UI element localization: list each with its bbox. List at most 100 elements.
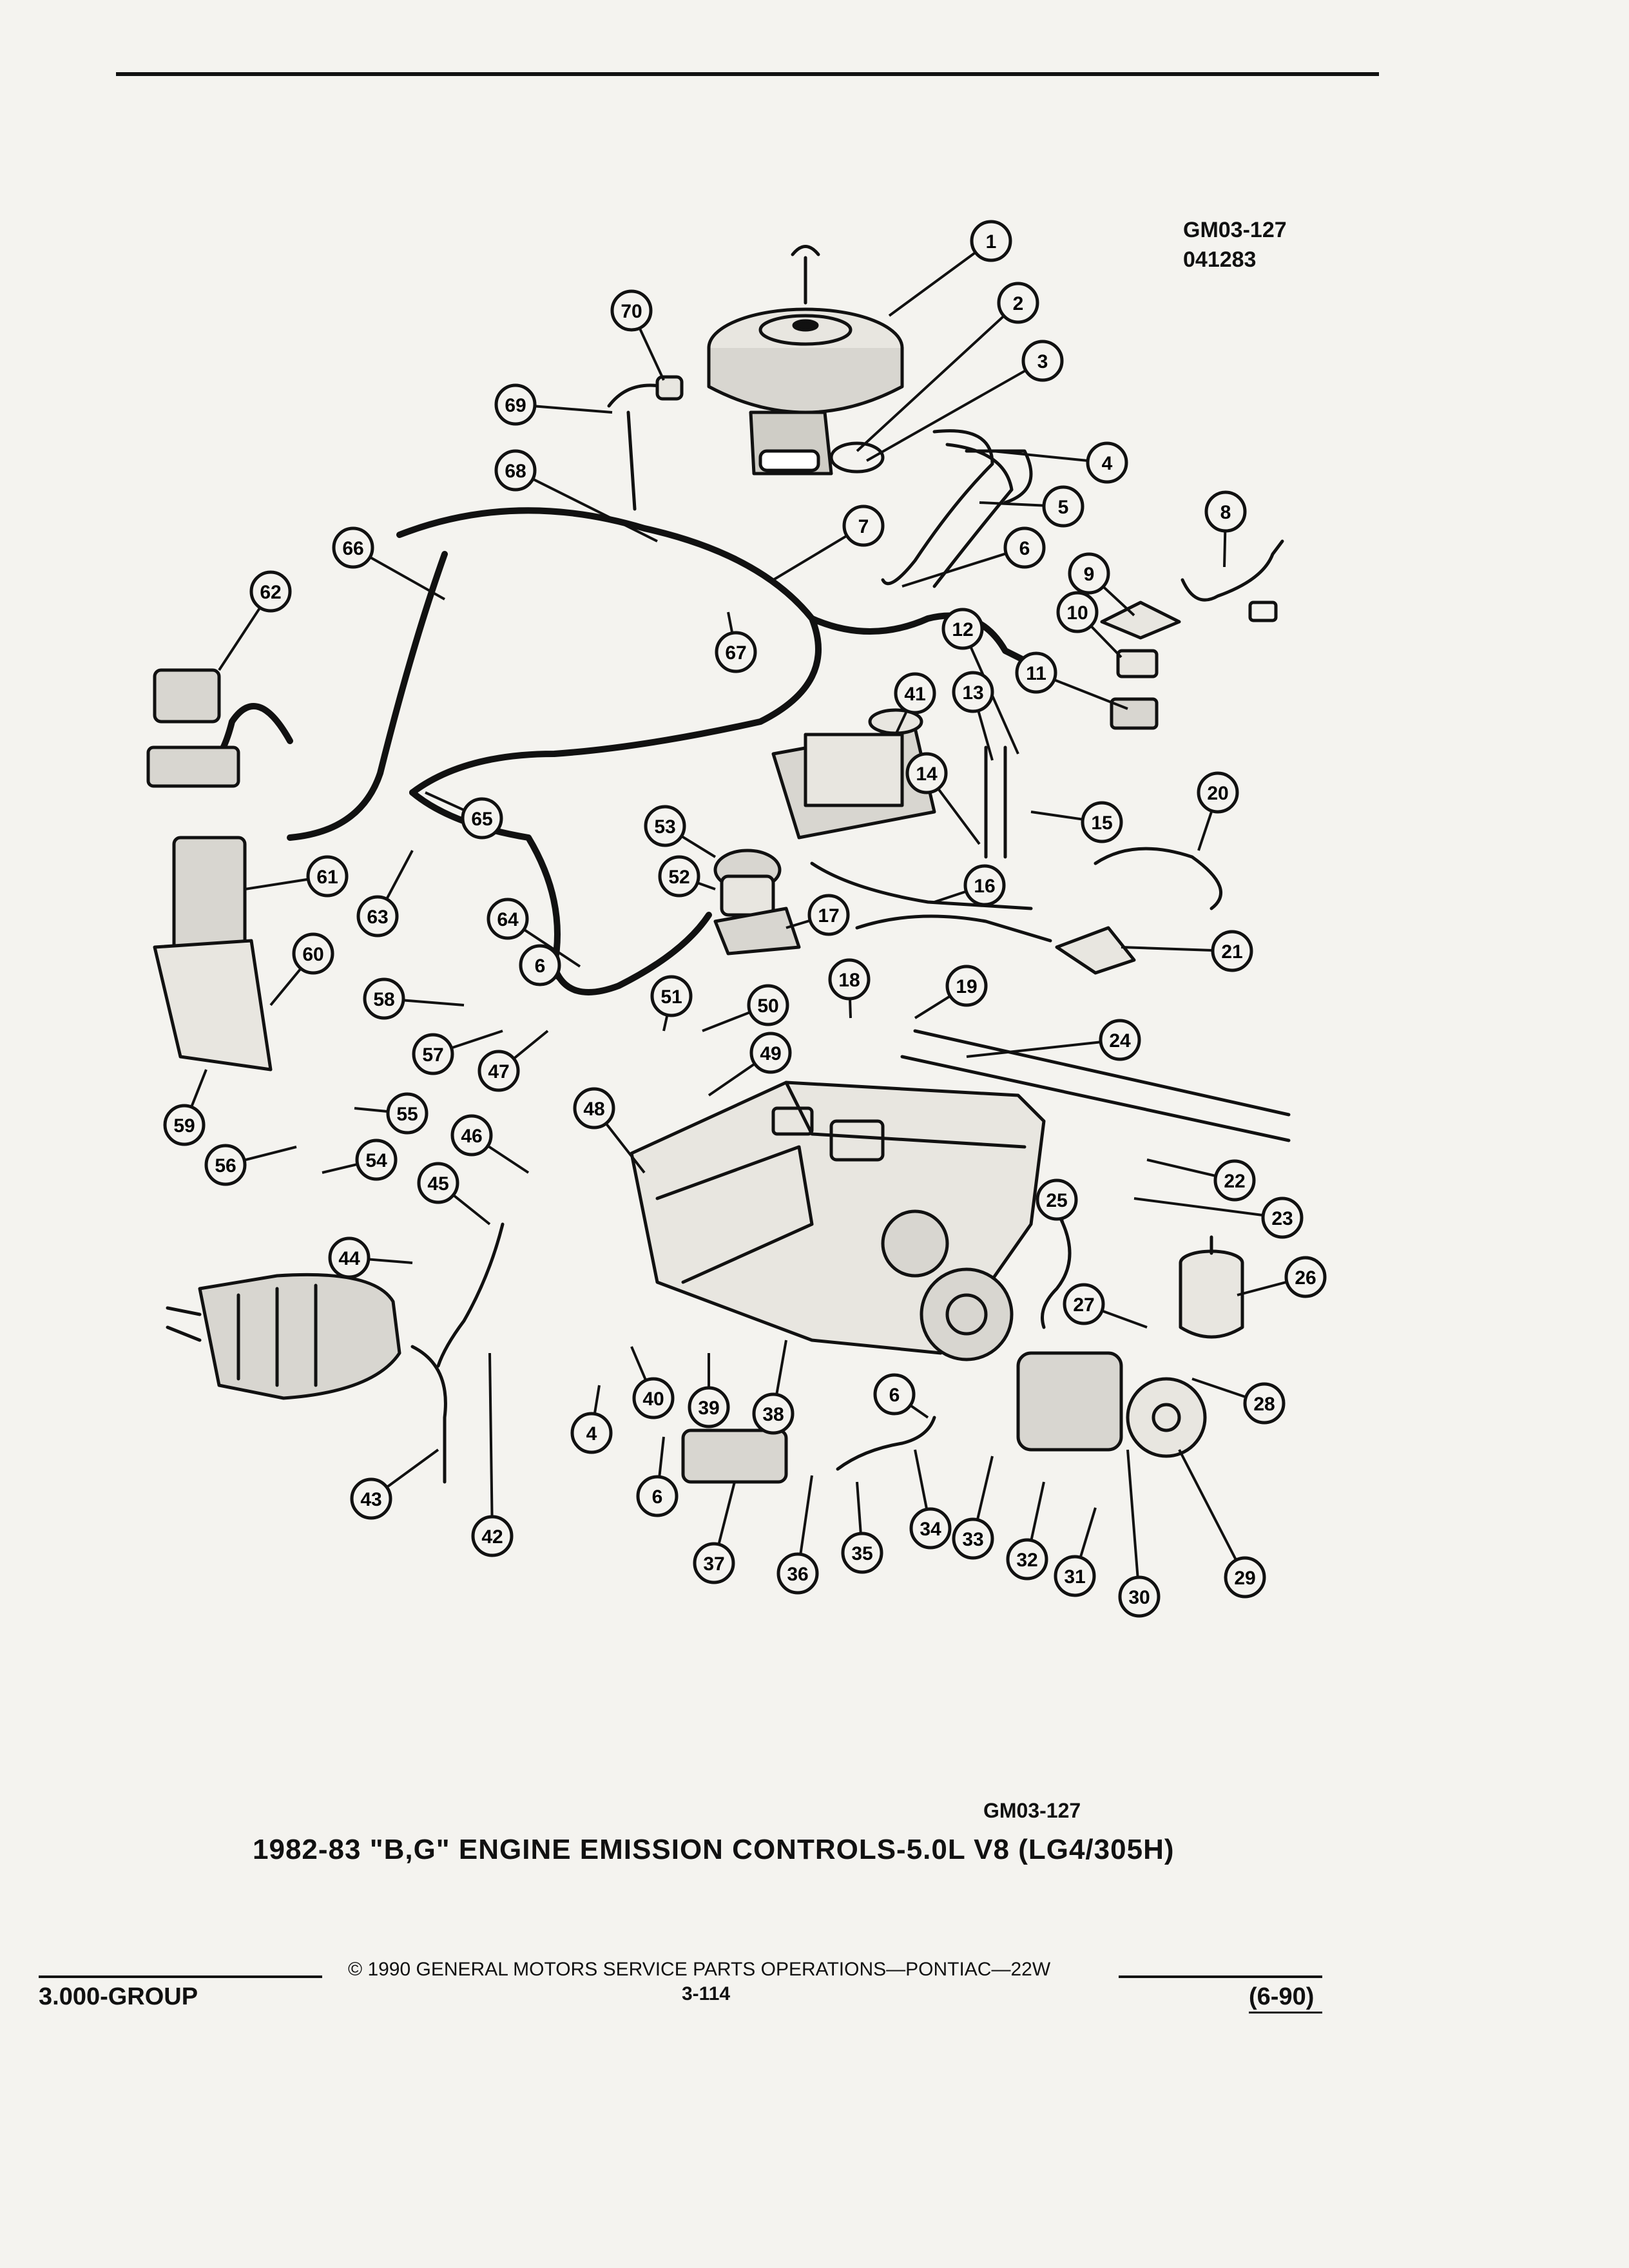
callout-14: 14 xyxy=(905,752,981,845)
callout-balloon xyxy=(163,1104,206,1146)
callout-48: 48 xyxy=(573,1087,646,1174)
callout-number: 1 xyxy=(986,231,997,253)
callout-number: 23 xyxy=(1271,1208,1293,1229)
callout-number: 21 xyxy=(1221,941,1242,963)
callout-leader-line xyxy=(244,878,309,890)
callout-leader-line xyxy=(1223,530,1227,568)
callout-balloon xyxy=(715,631,757,673)
callout-balloon xyxy=(412,1033,454,1075)
callout-balloon xyxy=(1015,651,1057,694)
callout-leader-line xyxy=(977,710,994,761)
callout-44: 44 xyxy=(328,1236,413,1279)
callout-33: 33 xyxy=(952,1456,994,1560)
callout-leader-line xyxy=(532,477,658,543)
callout-29: 29 xyxy=(1178,1449,1266,1599)
callout-number: 59 xyxy=(173,1115,195,1137)
footer-rule-right xyxy=(1119,1975,1322,1978)
callout-leader-line xyxy=(969,646,1019,754)
callout-leader-line xyxy=(799,1475,813,1555)
callout-leader-line xyxy=(727,611,734,633)
callout-balloon xyxy=(494,449,537,492)
callout-6: 6 xyxy=(636,1436,679,1517)
callout-leader-line xyxy=(697,881,716,890)
callout-number: 4 xyxy=(1102,453,1113,474)
callout-34: 34 xyxy=(909,1449,952,1550)
callout-61: 61 xyxy=(244,855,349,898)
callout-number: 24 xyxy=(1109,1030,1131,1052)
callout-leader-line xyxy=(1030,1481,1045,1541)
callout-2: 2 xyxy=(856,282,1039,452)
connector-part xyxy=(1110,697,1159,730)
callout-55: 55 xyxy=(354,1092,429,1135)
callout-balloon xyxy=(905,752,948,794)
callout-40: 40 xyxy=(630,1346,675,1419)
callout-balloon xyxy=(356,895,399,937)
callout-28: 28 xyxy=(1191,1378,1286,1425)
callout-balloon xyxy=(1204,490,1247,533)
callout-balloon xyxy=(909,1507,952,1550)
callout-balloon xyxy=(693,1542,735,1584)
callout-leader-line xyxy=(894,710,909,735)
callout-balloon xyxy=(1086,441,1128,484)
callout-balloon xyxy=(873,1373,916,1416)
callout-46: 46 xyxy=(450,1114,530,1174)
callout-number: 65 xyxy=(471,809,492,830)
callout-balloon xyxy=(570,1412,613,1454)
callout-leader-line xyxy=(554,975,568,987)
callout-13: 13 xyxy=(952,671,994,761)
callout-balloon xyxy=(477,1050,520,1092)
vapor-canister-part xyxy=(1179,1235,1244,1339)
callout-60: 60 xyxy=(269,932,334,1006)
callout-number: 33 xyxy=(962,1529,983,1550)
callout-balloon xyxy=(776,1552,819,1595)
callout-53: 53 xyxy=(644,805,717,858)
callout-number: 6 xyxy=(652,1486,663,1508)
callout-balloon xyxy=(461,797,503,840)
callout-balloon xyxy=(688,1386,730,1428)
callout-49: 49 xyxy=(708,1032,792,1097)
callout-6: 6 xyxy=(901,526,1046,588)
callout-number: 55 xyxy=(396,1104,418,1125)
callout-number: 38 xyxy=(762,1404,784,1425)
callout-leader-line xyxy=(1079,1507,1097,1558)
callout-balloon xyxy=(941,608,984,650)
callout-balloon xyxy=(306,855,349,898)
callout-35: 35 xyxy=(841,1481,883,1574)
callout-26: 26 xyxy=(1237,1256,1327,1298)
callout-balloon xyxy=(328,1236,371,1279)
callout-leader-line xyxy=(1101,1309,1148,1329)
callout-number: 26 xyxy=(1295,1267,1316,1289)
callout-43: 43 xyxy=(350,1448,439,1520)
callout-number: 3 xyxy=(1037,351,1048,372)
callout-number: 6 xyxy=(535,956,546,977)
callout-number: 42 xyxy=(481,1526,503,1548)
callout-27: 27 xyxy=(1063,1283,1148,1329)
callout-11: 11 xyxy=(1015,651,1128,710)
engine-block-part xyxy=(630,1081,1046,1361)
callout-balloon xyxy=(610,289,653,332)
callout-balloon xyxy=(1261,1196,1304,1239)
callout-number: 48 xyxy=(583,1099,604,1120)
callout-balloon xyxy=(1068,552,1110,595)
callout-balloon xyxy=(332,526,374,569)
callout-leader-line xyxy=(1133,1197,1264,1217)
callout-6: 6 xyxy=(873,1373,929,1419)
callout-51: 51 xyxy=(650,975,693,1032)
callout-number: 63 xyxy=(367,907,388,928)
footer-copyright: © 1990 GENERAL MOTORS SERVICE PARTS OPER… xyxy=(348,1959,1051,1980)
callout-leader-line xyxy=(1126,1449,1139,1578)
callout-number: 7 xyxy=(858,516,869,537)
callout-number: 52 xyxy=(668,867,689,888)
callout-number: 29 xyxy=(1234,1568,1255,1589)
callout-45: 45 xyxy=(417,1162,491,1225)
callout-leader-line xyxy=(1054,678,1128,710)
callout-balloon xyxy=(894,672,936,715)
callout-leader-line xyxy=(1121,946,1213,952)
callout-balloon xyxy=(204,1144,247,1186)
callout-balloon xyxy=(1081,801,1123,843)
callout-number: 37 xyxy=(703,1553,724,1575)
callout-4: 4 xyxy=(992,441,1128,484)
callout-1: 1 xyxy=(888,220,1012,317)
callout-leader-line xyxy=(934,890,967,903)
callout-leader-line xyxy=(976,1456,994,1521)
